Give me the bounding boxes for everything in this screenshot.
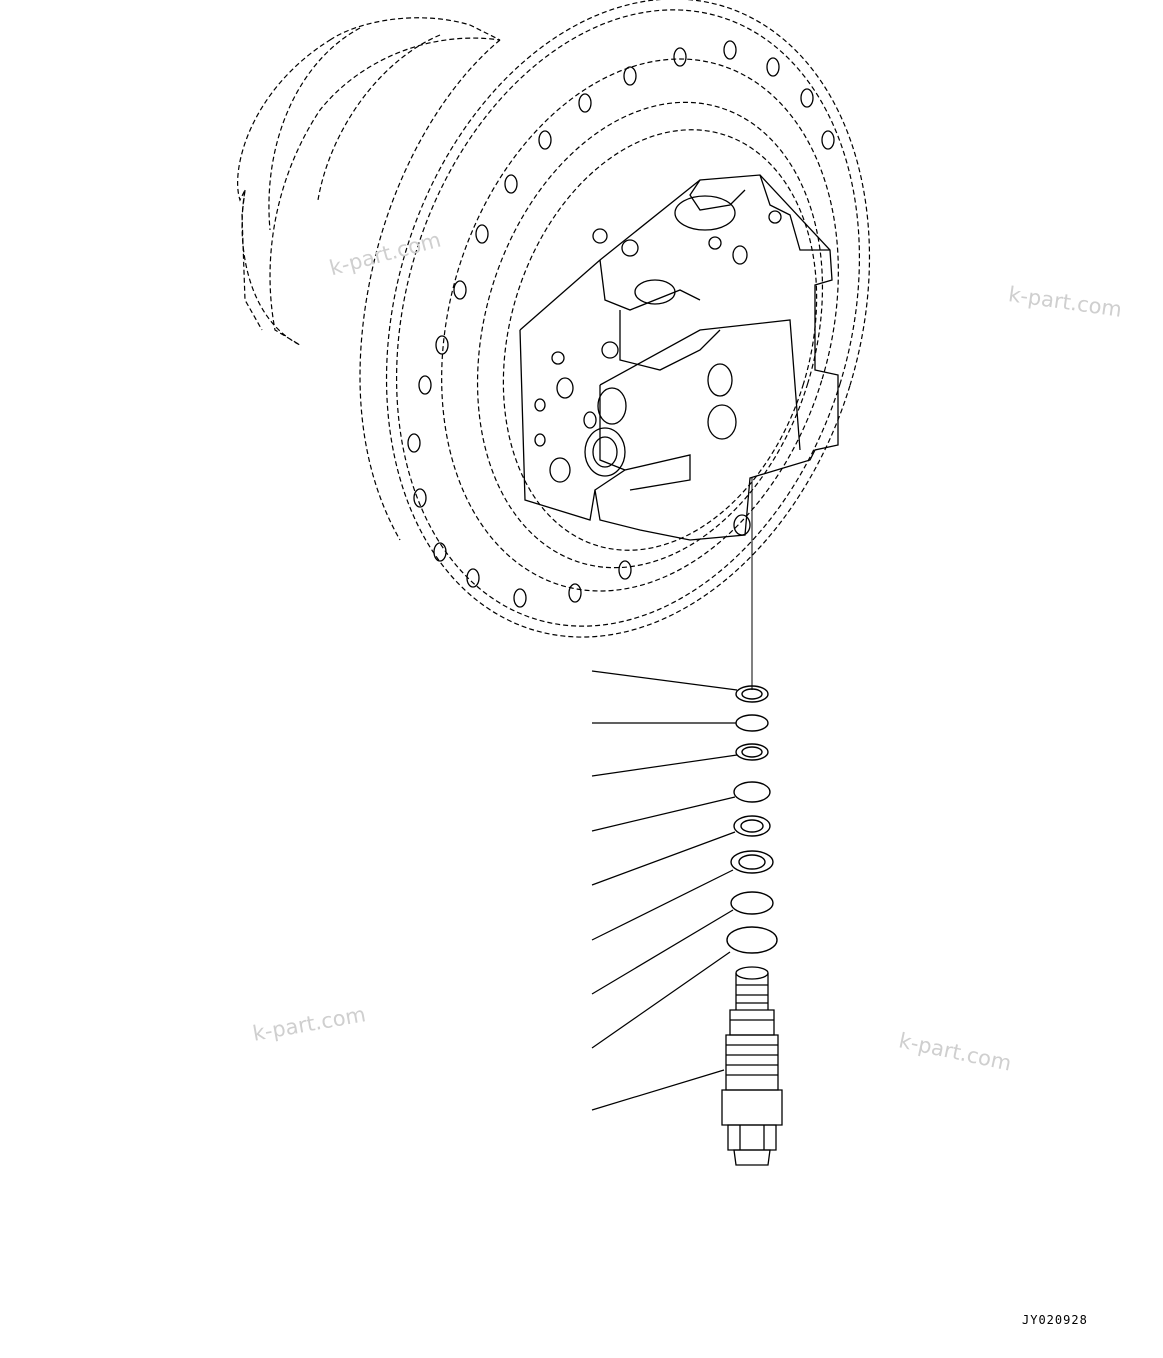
ring-7 bbox=[730, 891, 774, 915]
relief-valve-cartridge bbox=[721, 966, 783, 1166]
ring-6 bbox=[730, 850, 774, 874]
ring-5 bbox=[733, 815, 771, 837]
ring-1 bbox=[735, 685, 769, 703]
ring-3 bbox=[735, 743, 769, 761]
seal-rings bbox=[726, 685, 778, 954]
flange-bolt-holes bbox=[407, 40, 835, 608]
drawing-code: JY020928 bbox=[1022, 1313, 1088, 1327]
motor-valve-block bbox=[519, 174, 839, 541]
leader-lines bbox=[591, 670, 738, 1111]
final-drive-housing bbox=[237, 0, 871, 638]
ring-8 bbox=[726, 926, 778, 954]
ring-2 bbox=[735, 714, 769, 732]
ring-4 bbox=[733, 781, 771, 803]
